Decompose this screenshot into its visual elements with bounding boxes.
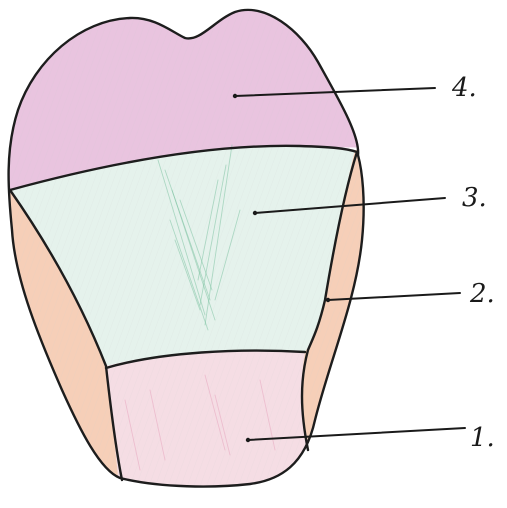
label-1: 1.	[470, 423, 495, 453]
diagram-labels: 4. 3. 2. 1.	[451, 73, 495, 453]
label-2: 2.	[469, 279, 495, 309]
label-4: 4.	[451, 73, 477, 103]
label-3: 3.	[462, 183, 487, 213]
